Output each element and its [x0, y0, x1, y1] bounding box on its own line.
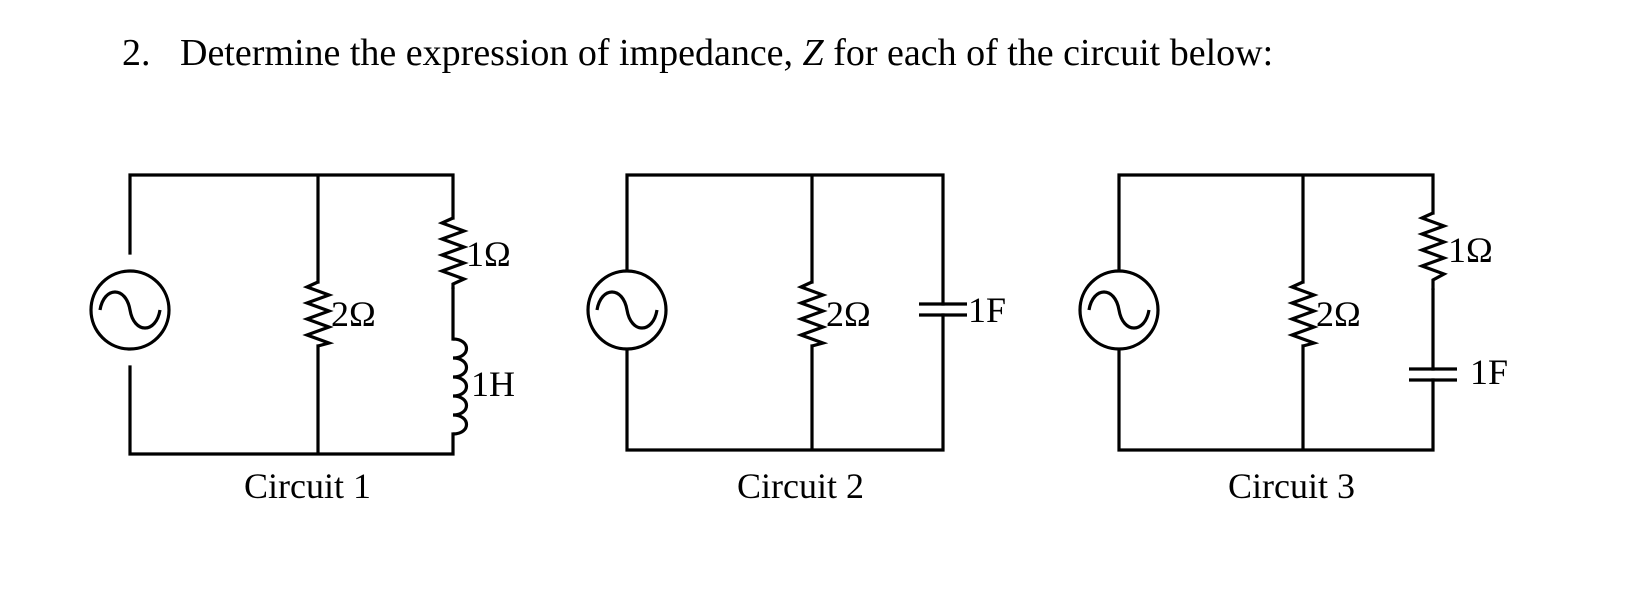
circuit-3-series-resistor-label: 1Ω	[1448, 230, 1493, 270]
impedance-variable: Z	[802, 32, 824, 74]
circuit-3: 2Ω 1Ω 1F Circuit 3	[1078, 173, 1508, 506]
question-text-start: Determine the expression of impedance,	[180, 32, 803, 74]
circuit-3-shunt-resistor-label: 2Ω	[1316, 294, 1361, 334]
circuit-2-resistor-label: 2Ω	[826, 294, 871, 334]
circuit-1-shunt-resistor-label: 2Ω	[331, 294, 376, 334]
circuit-3-wiring	[1117, 173, 1435, 452]
ac-source-icon	[1078, 269, 1160, 351]
circuit-1-caption: Circuit 1	[244, 466, 371, 506]
question-number: 2.	[122, 32, 151, 74]
circuit-3-capacitor-label: 1F	[1470, 352, 1508, 392]
circuit-2-wiring	[625, 173, 945, 452]
circuit-3-caption: Circuit 3	[1228, 466, 1355, 506]
circuit-1-wiring	[128, 173, 455, 456]
circuit-2-resistor	[796, 280, 829, 348]
circuit-2: 2Ω 1F Circuit 2	[586, 173, 1006, 506]
circuit-2-capacitor-label: 1F	[968, 290, 1006, 330]
circuit-3-shunt-resistor	[1287, 280, 1320, 348]
circuit-1-series-resistor	[437, 216, 469, 289]
ac-source-icon	[89, 269, 171, 351]
question-text: 2. Determine the expression of impedance,…	[122, 30, 1273, 76]
circuit-2-capacitor	[919, 302, 967, 317]
circuit-2-caption: Circuit 2	[737, 466, 864, 506]
circuit-1-shunt-resistor	[302, 280, 335, 348]
circuit-3-capacitor	[1409, 367, 1457, 382]
circuit-1-inductor	[452, 337, 469, 436]
circuit-1: 2Ω 1Ω 1H Circuit 1	[89, 173, 515, 506]
circuit-1-series-resistor-label: 1Ω	[466, 234, 511, 274]
circuit-1-inductor-label: 1H	[471, 364, 515, 404]
ac-source-icon	[586, 269, 668, 351]
question-text-end: for each of the circuit below:	[823, 32, 1274, 74]
circuit-3-series-resistor	[1417, 211, 1449, 290]
